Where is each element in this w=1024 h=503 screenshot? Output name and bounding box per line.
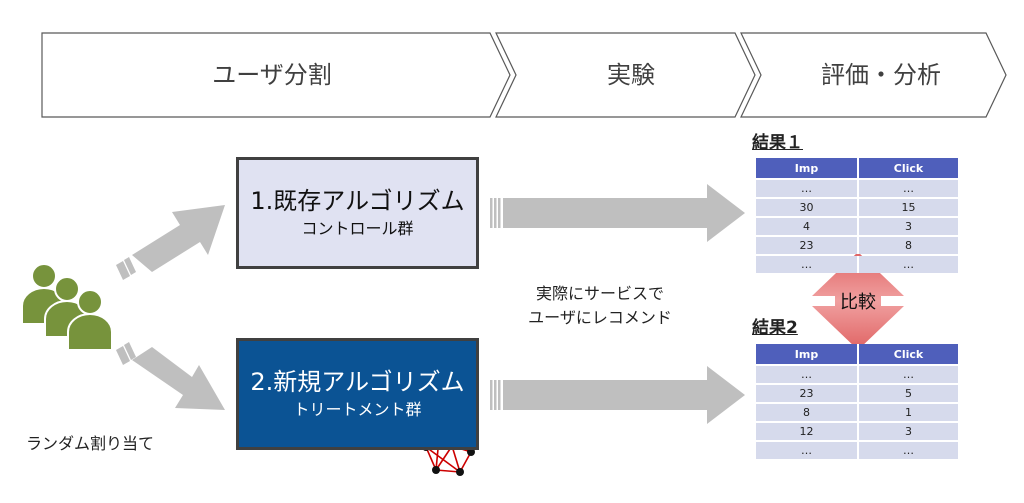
chevron-evaluation — [740, 32, 1007, 118]
existing-algorithm-title: 1.既存アルゴリズム — [250, 187, 465, 215]
cell-imp: … — [756, 442, 857, 459]
random-assign-label: ランダム割り当て — [26, 434, 155, 453]
new-algorithm-title: 2.新規アルゴリズム — [250, 368, 465, 396]
experiment-arrow-upper — [490, 184, 745, 242]
compare-double-arrow-icon — [812, 252, 904, 350]
table-row: …… — [756, 442, 958, 459]
cell-imp: 12 — [756, 423, 857, 440]
compare-label: 比較 — [840, 292, 876, 313]
table-header-row: Imp Click — [756, 158, 958, 178]
table-row: …… — [756, 256, 958, 273]
column-header-click: Click — [857, 158, 958, 178]
users-icon — [21, 263, 113, 351]
cell-imp: 4 — [756, 218, 857, 235]
table-row: …… — [756, 366, 958, 383]
chevron-experiment — [495, 32, 756, 118]
cell-click: 5 — [857, 385, 958, 402]
step-evaluation: 評価・分析 — [821, 61, 941, 89]
column-header-imp: Imp — [756, 344, 857, 364]
cell-imp: 8 — [756, 404, 857, 421]
step-experiment: 実験 — [607, 61, 655, 89]
cell-imp: … — [756, 180, 857, 197]
assign-arrow-upper — [116, 205, 225, 280]
assign-arrow-lower — [116, 342, 225, 410]
column-header-imp: Imp — [756, 158, 857, 178]
cell-imp: … — [756, 366, 857, 383]
cell-click: … — [857, 180, 958, 197]
chevron-user-split — [41, 32, 511, 118]
experiment-note-line2: ユーザにレコメンド — [528, 308, 672, 327]
cell-imp: 23 — [756, 385, 857, 402]
column-header-click: Click — [857, 344, 958, 364]
existing-algorithm-box: 1.既存アルゴリズム コントロール群 — [236, 157, 479, 269]
cell-click: … — [857, 366, 958, 383]
experiment-note: 実際にサービスで ユーザにレコメンド — [520, 282, 680, 330]
new-algorithm-box: 2.新規アルゴリズム トリートメント群 — [236, 338, 479, 450]
result1-title: 結果１ — [752, 133, 803, 153]
control-group-label: コントロール群 — [301, 219, 414, 238]
cell-click: 1 — [857, 404, 958, 421]
cell-click: 3 — [857, 423, 958, 440]
cell-click: 15 — [857, 199, 958, 216]
experiment-arrow-lower — [490, 366, 745, 424]
experiment-note-line1: 実際にサービスで — [535, 284, 664, 303]
cell-click: … — [857, 442, 958, 459]
cell-imp: 30 — [756, 199, 857, 216]
step-user-split: ユーザ分割 — [212, 61, 332, 89]
cell-click: … — [857, 256, 958, 273]
cell-imp: … — [756, 256, 857, 273]
table-row: …… — [756, 180, 958, 197]
process-chevrons — [41, 32, 1007, 118]
cell-click: 8 — [857, 237, 958, 254]
cell-click: 3 — [857, 218, 958, 235]
cell-imp: 23 — [756, 237, 857, 254]
result2-title: 結果2 — [752, 318, 798, 338]
treatment-group-label: トリートメント群 — [293, 400, 422, 419]
table-header-row: Imp Click — [756, 344, 958, 364]
